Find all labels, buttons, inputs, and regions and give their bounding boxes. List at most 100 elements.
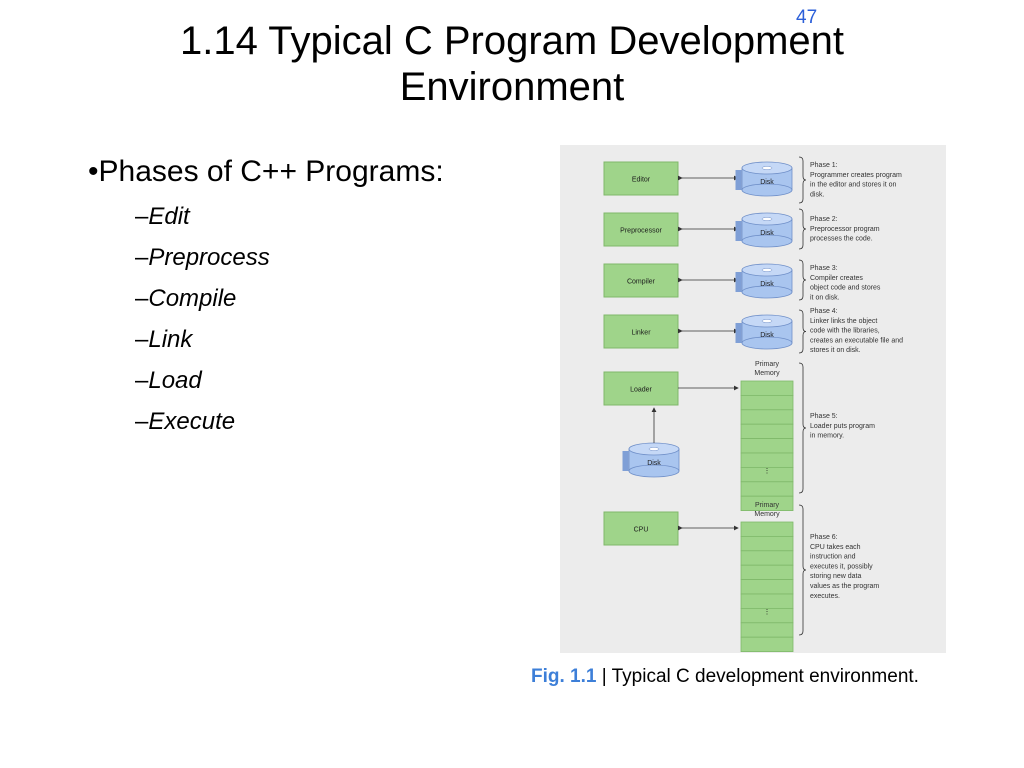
linker-box [603, 314, 679, 349]
linker-label: Linker [631, 330, 651, 337]
phase-2-text-line: processes the code. [810, 236, 873, 243]
cpu-brace [798, 504, 807, 636]
phase-6-text-line: values as the program [810, 583, 879, 590]
loader-memory-cell [740, 409, 794, 425]
main-bullet: •Phases of C++ Programs: [88, 155, 444, 188]
sub-bullet-link: –Link [135, 319, 444, 360]
phase-2-text-line: Phase 2: [810, 216, 838, 223]
cpu-memory-cell [740, 622, 794, 638]
phase-4-text-line: code with the libraries, [810, 328, 880, 335]
editor-brace [798, 156, 807, 204]
dash: – [135, 244, 149, 271]
sub-bullet-edit: –Edit [135, 196, 444, 237]
phase-1-text-line: Programmer creates program [810, 172, 902, 179]
phase-1-text-line: disk. [810, 191, 824, 198]
cpu-memory-ellipsis: ⋮ [764, 609, 771, 616]
preprocessor-disk-bottom [741, 234, 793, 248]
caption-figure-label: Fig. 1.1 [531, 666, 597, 687]
phase-4-text-line: Phase 4: [810, 308, 838, 315]
loader-label: Loader [630, 387, 652, 394]
phase-6-text-line: CPU takes each [810, 544, 861, 551]
cpu-box [603, 511, 679, 546]
linker-disk-hub [761, 319, 773, 323]
loader-disk-label: Disk [647, 460, 661, 467]
compiler-disk-label: Disk [760, 281, 774, 288]
linker-brace [798, 309, 807, 354]
phase-6-text-line: executes. [810, 593, 840, 600]
cpu-memory-label-line-2: Memory [754, 511, 780, 518]
cpu-memory-cell [740, 579, 794, 595]
linker-disk-label: Disk [760, 332, 774, 339]
cpu-memory-cell [740, 636, 794, 653]
preprocessor-label: Preprocessor [620, 228, 662, 235]
cpu-memory-cell [740, 593, 794, 609]
phase-4-text-line: creates an executable file and [810, 337, 903, 344]
bullet-list: •Phases of C++ Programs: –Edit –Preproce… [88, 154, 444, 442]
loader-memory-cell [740, 438, 794, 454]
loader-memory-cell [740, 495, 794, 512]
dash: – [135, 285, 149, 312]
loader-disk-hub [648, 447, 660, 451]
phase-6-text-line: instruction and [810, 554, 856, 561]
sub-bullet-list: –Edit –Preprocess –Compile –Link –Load –… [135, 196, 444, 442]
sub-bullet-execute: –Execute [135, 401, 444, 442]
dash: – [135, 203, 149, 230]
preprocessor-brace [798, 208, 807, 250]
loader-box [603, 371, 679, 406]
loader-memory-cell [740, 423, 794, 440]
slide-title-line-2: Environment [399, 65, 625, 109]
editor-label: Editor [632, 177, 651, 184]
phase-3-text-line: Phase 3: [810, 265, 838, 272]
phase-3-text-line: Compiler creates [810, 275, 863, 282]
loader-memory-cell [740, 380, 794, 396]
sub-bullet-label: Execute [148, 408, 236, 435]
cpu-memory-cell [740, 564, 794, 581]
compiler-disk-hub [761, 268, 773, 272]
phase-5-text-line: Loader puts program [810, 423, 875, 430]
compiler-label: Compiler [627, 279, 656, 286]
preprocessor-disk-label: Disk [760, 230, 774, 237]
phase-3-text-line: object code and stores [810, 285, 881, 292]
phase-1-text-line: in the editor and stores it on [810, 182, 896, 189]
sub-bullet-preprocess: –Preprocess [135, 237, 444, 278]
dash: – [135, 367, 149, 394]
loader-memory-cell [740, 394, 794, 411]
cpu-memory-cell [740, 521, 794, 537]
phase-1-text-line: Phase 1: [810, 162, 838, 169]
compiler-disk-bottom [741, 285, 793, 299]
editor-disk-bottom [741, 183, 793, 197]
sub-bullet-label: Link [148, 326, 193, 353]
cpu-memory-label-line-1: Primary [755, 502, 780, 509]
phase-4-text-line: Linker links the object [810, 318, 877, 325]
compiler-brace [798, 259, 807, 301]
sub-bullet-label: Edit [148, 203, 190, 230]
editor-disk-hub [761, 166, 773, 170]
cpu-memory-cell [740, 550, 794, 566]
loader-brace [798, 362, 807, 494]
editor-disk-label: Disk [760, 179, 774, 186]
sub-bullet-label: Preprocess [148, 244, 270, 271]
dash: – [135, 326, 149, 353]
phase-3-text-line: it on disk. [810, 294, 840, 301]
caption-text: | Typical C development environment. [596, 666, 919, 687]
figure-caption: Fig. 1.1 | Typical C development environ… [531, 666, 919, 688]
phase-4-text-line: stores it on disk. [810, 347, 861, 354]
phase-6-text-line: storing new data [810, 573, 861, 580]
cpu-label: CPU [634, 527, 649, 534]
loader-memory-cell [740, 481, 794, 497]
slide-title-line-1: 1.14 Typical C Program Development [179, 19, 845, 63]
phase-5-text-line: Phase 5: [810, 413, 838, 420]
slide-title: 1.14 Typical C Program Development Envir… [0, 18, 1024, 110]
phase-2-text-line: Preprocessor program [810, 226, 880, 233]
page-number: 47 [796, 7, 818, 28]
loader-memory-label-line-1: Primary [755, 361, 780, 368]
loader-memory-cell [740, 452, 794, 468]
sub-bullet-label: Compile [148, 285, 237, 312]
dash: – [135, 408, 149, 435]
sub-bullet-compile: –Compile [135, 278, 444, 319]
cpu-memory-cell [740, 535, 794, 552]
linker-disk-bottom [741, 336, 793, 350]
preprocessor-disk-hub [761, 217, 773, 221]
preprocessor-box [603, 212, 679, 247]
